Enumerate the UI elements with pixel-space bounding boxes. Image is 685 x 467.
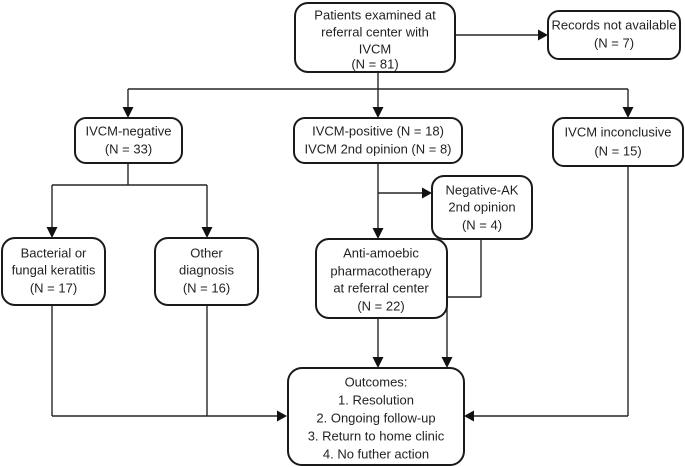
negative-ak-line-1: Negative-AK: [446, 182, 519, 197]
negative-ak-line-2: 2nd opinion: [448, 199, 515, 214]
anti-amoebic-line-2: pharmacotherapy: [330, 263, 432, 278]
outcomes-line-2: 1. Resolution: [338, 392, 414, 407]
outcomes-line-1: Outcomes:: [345, 374, 408, 389]
outcomes-line-5: 4. No futher action: [323, 446, 429, 461]
bacterial-fungal-line-2: fungal keratitis: [12, 262, 96, 277]
ivcm-negative-box: IVCM-negative (N = 33): [74, 117, 183, 164]
edge-anti-amoebic-to-outcomes: [372, 318, 384, 368]
edge-patients-to-records: [455, 29, 548, 41]
patients-examined-line-2: referral center with: [321, 24, 429, 39]
ivcm-negative-line-1: IVCM-negative: [86, 123, 172, 138]
ivcm-inconclusive-line-1: IVCM inconclusive: [565, 124, 672, 139]
edge-bacterial-to-outcomes: [51, 305, 287, 422]
patients-examined-line-3: IVCM: [359, 41, 392, 56]
anti-amoebic-pharmacotherapy-box: Anti-amoebic pharmacotherapy at referral…: [315, 238, 448, 319]
ivcm-positive-line-2: IVCM 2nd opinion (N = 8): [304, 141, 451, 156]
patients-examined-line-4: (N = 81): [351, 56, 398, 71]
edge-positive-to-negative-ak: [377, 163, 432, 199]
records-not-available-line-1: Records not available: [551, 17, 676, 32]
bacterial-fungal-line-3: (N = 17): [30, 280, 77, 295]
other-diagnosis-line-1: Other: [190, 245, 223, 260]
edge-negative-to-two-diagnoses: [46, 163, 213, 238]
patients-examined-box: Patients examined at referral center wit…: [294, 2, 456, 73]
anti-amoebic-line-4: (N = 22): [357, 298, 404, 313]
outcomes-line-4: 3. Return to home clinic: [308, 428, 445, 443]
ivcm-inconclusive-box: IVCM inconclusive (N = 15): [552, 117, 684, 167]
outcomes-box: Outcomes: 1. Resolution 2. Ongoing follo…: [287, 367, 465, 466]
connector-layer: [46, 29, 634, 422]
other-diagnosis-line-3: (N = 16): [183, 280, 230, 295]
anti-amoebic-line-3: at referral center: [333, 280, 429, 295]
bacterial-or-fungal-keratitis-box: Bacterial or fungal keratitis (N = 17): [1, 237, 106, 306]
other-diagnosis-box: Other diagnosis (N = 16): [154, 237, 259, 306]
negative-ak-line-3: (N = 4): [462, 217, 502, 232]
ivcm-negative-line-2: (N = 33): [105, 141, 152, 156]
bacterial-fungal-line-1: Bacterial or: [21, 245, 87, 260]
anti-amoebic-line-1: Anti-amoebic: [343, 245, 419, 260]
records-not-available-line-2: (N = 7): [594, 35, 634, 50]
edge-inconclusive-to-outcomes: [464, 166, 629, 422]
other-diagnosis-line-2: diagnosis: [179, 262, 234, 277]
ivcm-positive-box: IVCM-positive (N = 18) IVCM 2nd opinion …: [293, 117, 463, 164]
negative-ak-second-opinion-box: Negative-AK 2nd opinion (N = 4): [431, 175, 533, 240]
records-not-available-box: Records not available (N = 7): [547, 10, 681, 60]
ivcm-positive-line-1: IVCM-positive (N = 18): [312, 123, 444, 138]
edge-positive-to-anti-amoebic: [372, 193, 384, 239]
outcomes-line-3: 2. Ongoing follow-up: [316, 410, 435, 425]
ivcm-inconclusive-line-2: (N = 15): [594, 143, 641, 158]
edge-patients-to-three-branches: [122, 72, 634, 118]
patients-examined-line-1: Patients examined at: [314, 7, 436, 22]
